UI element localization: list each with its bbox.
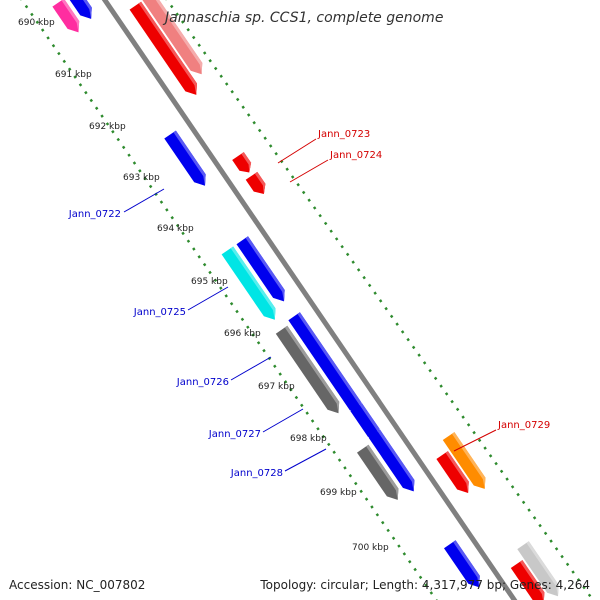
gene-arrow-highlight — [359, 403, 380, 441]
gene-arrow-highlight — [61, 0, 80, 33]
gene-arrow-highlight — [366, 444, 399, 500]
gene-label-leader — [187, 286, 229, 311]
gene-label[interactable]: Jann_0725 — [133, 307, 186, 318]
gene-arrow-highlight — [254, 171, 266, 194]
gene-arrow-highlight — [230, 246, 276, 320]
accession-label: Accession: NC_007802 — [9, 578, 146, 592]
gene-arrow-highlight — [519, 560, 545, 600]
kbp-tick-label: 693 kbp — [123, 173, 160, 183]
gene-arrow[interactable] — [442, 432, 486, 489]
kbp-tick-label: 690 kbp — [18, 18, 55, 28]
gene-arrow[interactable] — [288, 312, 362, 414]
gene-arrow[interactable] — [52, 0, 80, 33]
gene-label[interactable]: Jann_0728 — [230, 468, 283, 479]
gene-label-leader — [123, 188, 165, 213]
gene-label-leader — [262, 408, 304, 433]
gene-arrow[interactable] — [357, 444, 399, 500]
gene-arrow[interactable] — [164, 130, 206, 186]
gene-arrow[interactable] — [275, 325, 340, 414]
gene-arrow[interactable] — [436, 451, 469, 493]
gene-label[interactable]: Jann_0722 — [68, 209, 121, 220]
gene-arrow-highlight — [245, 236, 285, 302]
gene-arrow[interactable] — [135, 0, 203, 75]
gene-arrow[interactable] — [236, 236, 285, 302]
kbp-tick-label: 692 kbp — [89, 122, 126, 132]
gene-label[interactable]: Jann_0723 — [317, 129, 370, 140]
gene-arrow-highlight — [451, 432, 486, 489]
kbp-tick-label: 699 kbp — [320, 488, 357, 498]
gene-arrow-highlight — [138, 1, 197, 95]
gene-label-leader — [277, 138, 317, 164]
gene-label-leader — [289, 159, 329, 183]
kbp-tick-label: 696 kbp — [224, 329, 261, 339]
gene-arrow[interactable] — [517, 541, 559, 597]
gene-arrow-highlight — [83, 0, 92, 19]
gene-label[interactable]: Jann_0727 — [208, 429, 261, 440]
kbp-tick-label: 700 kbp — [352, 543, 389, 553]
gene-label[interactable]: Jann_0726 — [176, 377, 229, 388]
gene-arrow[interactable] — [129, 1, 197, 95]
gene-label[interactable]: Jann_0724 — [329, 150, 382, 161]
genome-backbone — [101, 0, 518, 600]
gene-arrow[interactable] — [350, 403, 380, 441]
gene-arrow[interactable] — [368, 429, 415, 492]
gene-arrow-highlight — [284, 325, 340, 414]
gene-label-leader — [284, 448, 327, 472]
gene-arrow-highlight — [297, 312, 362, 414]
kbp-tick-label: 697 kbp — [258, 382, 295, 392]
kbp-tick-labels: 690 kbp 691 kbp 692 kbp 693 kbp 694 kbp 695 k… — [18, 18, 389, 553]
gene-arrow-highlight — [173, 130, 206, 186]
inner-dotted-track — [20, 0, 438, 600]
gene-arrow-highlight — [377, 429, 415, 492]
genome-title: Jannaschia sp. CCS1, complete genome — [162, 10, 443, 26]
gene-features — [52, 0, 559, 600]
kbp-tick-label: 691 kbp — [55, 70, 92, 80]
genome-summary: Topology: circular; Length: 4,317,977 bp… — [260, 578, 590, 592]
kbp-tick-label: 695 kbp — [191, 277, 228, 287]
outer-dotted-track — [165, 0, 595, 600]
kbp-tick-label: 694 kbp — [157, 224, 194, 234]
gene-label[interactable]: Jann_0729 — [497, 420, 550, 431]
gene-label-leader — [230, 356, 272, 381]
gene-arrow[interactable] — [444, 540, 480, 588]
gene-arrow-highlight — [241, 152, 252, 173]
gene-arrow-highlight — [453, 540, 480, 588]
gene-arrow[interactable] — [221, 246, 276, 320]
gene-label-leader — [453, 429, 497, 452]
kbp-tick-label: 698 kbp — [290, 434, 327, 444]
gene-arrow-highlight — [445, 451, 469, 493]
gene-arrow[interactable] — [510, 560, 545, 600]
gene-arrow-highlight — [526, 541, 559, 597]
